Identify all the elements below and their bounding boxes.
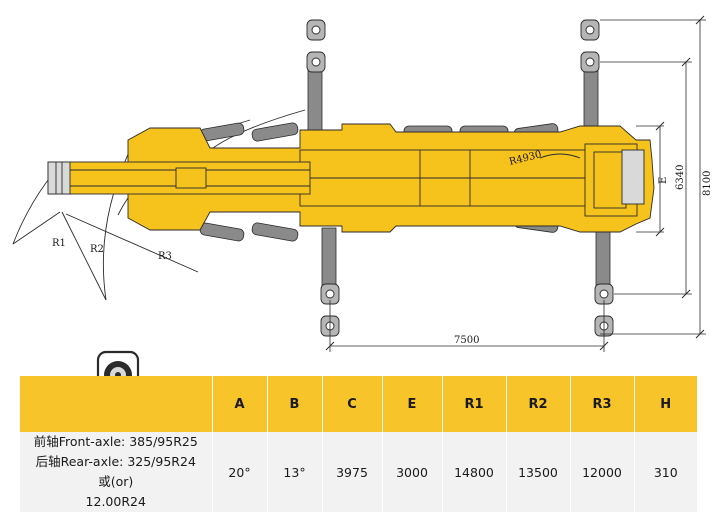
telescopic-boom	[47, 161, 311, 195]
outrigger-front-top	[307, 69, 323, 133]
radius-line-r2	[61, 211, 107, 301]
outriggers	[307, 69, 611, 291]
dimension-length-outer: 8100	[702, 171, 713, 196]
crane-chassis	[127, 123, 655, 233]
dimension-length-inner: 6340	[675, 165, 686, 190]
outrigger-front-bottom	[321, 227, 337, 291]
spec-table: A B C E R1 R2 R3 H 前轴Front-axle: 385/95R…	[20, 376, 697, 512]
outrigger-rear-bottom	[595, 227, 611, 291]
tire-or: 或(or)	[98, 474, 134, 489]
radius-label-r2: R2	[90, 244, 104, 255]
boom-head	[47, 161, 71, 195]
tires-front	[199, 122, 299, 242]
header-r1: R1	[441, 376, 506, 432]
value-h: 310	[633, 432, 697, 512]
tire-spec-cell: 前轴Front-axle: 385/95R25 后轴Rear-axle: 325…	[20, 432, 212, 512]
header-r2: R2	[505, 376, 570, 432]
value-r1: 14800	[441, 432, 506, 512]
dimension-outrigger-width: 7500	[454, 335, 479, 346]
outrigger-rear-top	[583, 69, 599, 133]
value-r3: 12000	[569, 432, 634, 512]
radius-label-r1: R1	[52, 238, 66, 249]
tire-rear-axle: 后轴Rear-axle: 325/95R24	[35, 454, 196, 469]
dimension-ticks	[325, 15, 705, 351]
header-b: B	[266, 376, 322, 432]
value-r2: 13500	[505, 432, 570, 512]
header-h: H	[633, 376, 697, 432]
slewing-ring	[539, 153, 581, 159]
dimension-lines	[329, 19, 706, 352]
header-e: E	[381, 376, 442, 432]
outrigger-pads	[306, 19, 614, 337]
value-a: 20°	[211, 432, 267, 512]
header-tire-cell	[20, 376, 212, 432]
value-c: 3975	[321, 432, 382, 512]
hook-block	[621, 149, 645, 205]
tire-alt: 12.00R24	[85, 494, 146, 509]
radius-label-r3: R3	[158, 251, 172, 262]
radius-line-r3	[65, 213, 199, 273]
tire-front-axle: 前轴Front-axle: 385/95R25	[33, 434, 198, 449]
header-c: C	[321, 376, 382, 432]
header-r3: R3	[569, 376, 634, 432]
value-b: 13°	[266, 432, 322, 512]
header-a: A	[211, 376, 267, 432]
dimension-e: E	[658, 177, 669, 184]
value-e: 3000	[381, 432, 442, 512]
radius-line-r1	[12, 211, 61, 245]
table-header-row: A B C E R1 R2 R3 H	[20, 376, 697, 432]
table-row: 前轴Front-axle: 385/95R25 后轴Rear-axle: 325…	[20, 432, 697, 512]
